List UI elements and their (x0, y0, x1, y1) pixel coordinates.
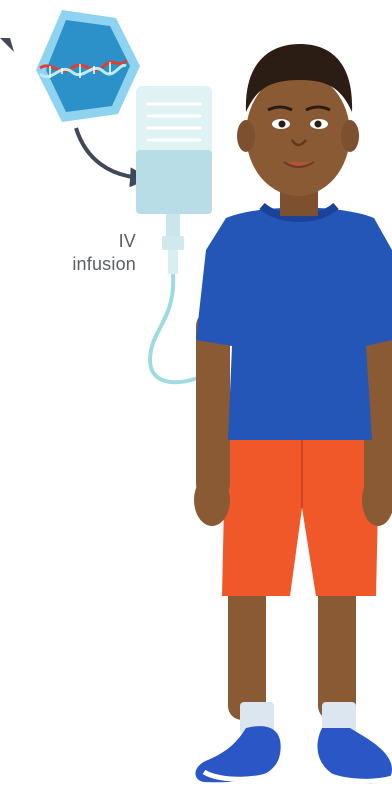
transfer-arrow (76, 128, 142, 178)
iv-infusion-label: IV infusion (40, 230, 136, 276)
incoming-arrow (0, 38, 14, 52)
gene-therapy-vector-icon (36, 10, 140, 122)
iv-label-line1: IV (40, 230, 136, 253)
iv-label-line2: infusion (40, 253, 136, 276)
child-illustration (194, 44, 392, 784)
